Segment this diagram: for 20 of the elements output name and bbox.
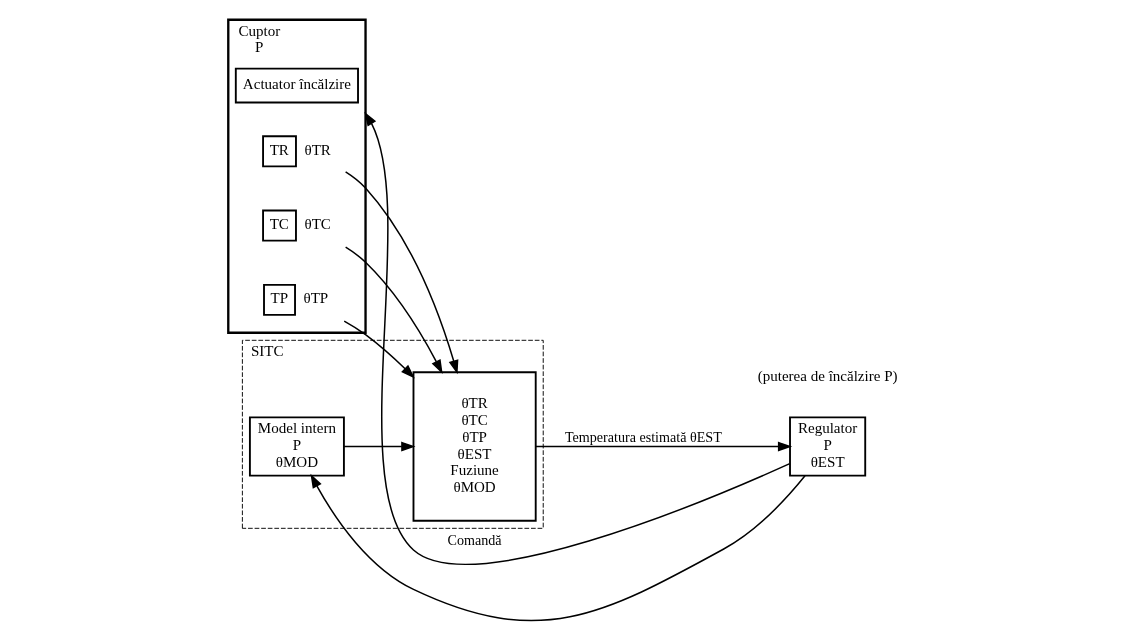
arrow — [534, 441, 792, 452]
node-box: TR — [261, 135, 297, 168]
arrow — [342, 320, 415, 379]
label: (puterea de încălzire P) — [757, 367, 898, 384]
node-label: θTP — [302, 290, 328, 307]
node-box: Model intern P θMOD — [248, 416, 345, 477]
arrow — [363, 111, 790, 565]
arrow — [342, 441, 415, 452]
node-box: TC — [261, 209, 297, 242]
arrow — [309, 473, 806, 622]
node-box: Actuator încălzire — [234, 67, 359, 104]
edge-label: Temperatura estimată θEST — [564, 428, 722, 445]
node-box: Regulator P θEST — [788, 416, 866, 477]
node-label: θTC — [303, 216, 331, 233]
arrow — [344, 246, 443, 374]
arrow — [344, 171, 458, 375]
edge-label: Comandă — [447, 532, 502, 549]
node-box: TP — [262, 283, 296, 316]
node-label: θTR — [303, 141, 331, 158]
node-box: θTR θTC θTP θEST Fuziune θMOD — [412, 371, 537, 522]
